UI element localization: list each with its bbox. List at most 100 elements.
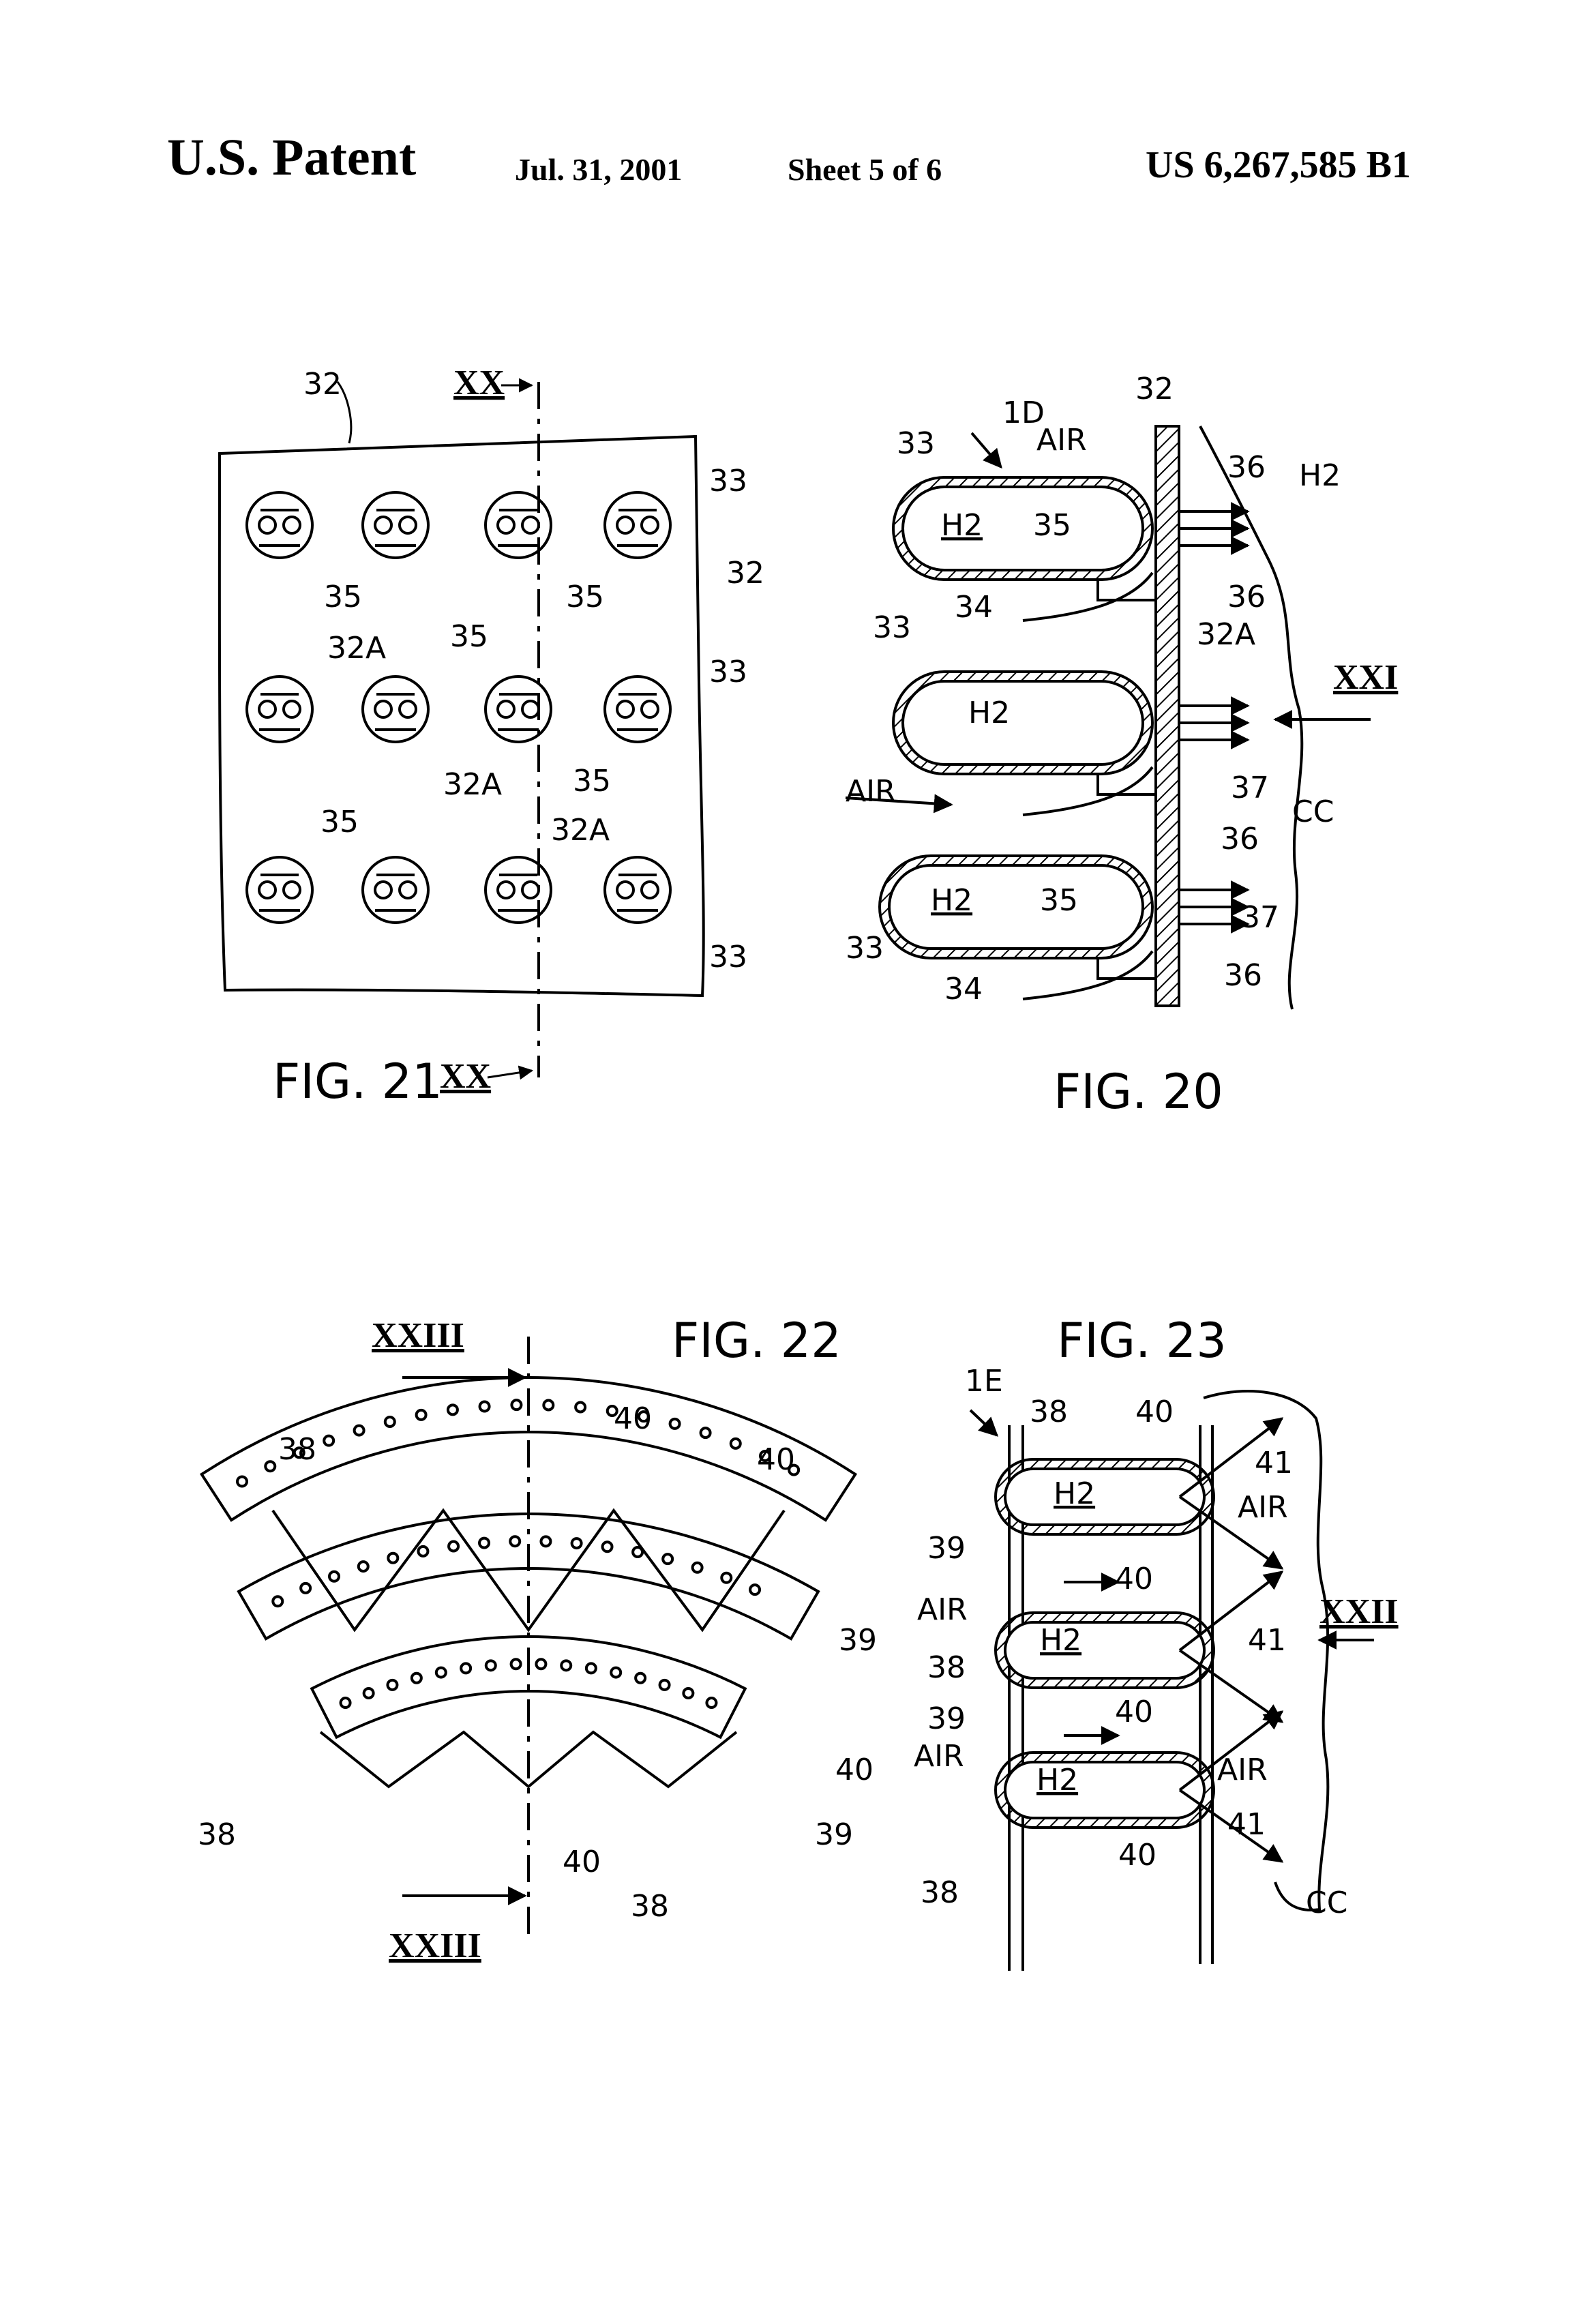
tube-end [605,492,670,558]
injection-hole [259,517,275,533]
fig20-label-air-mid: AIR [846,774,896,809]
tube-stem [1098,580,1156,600]
tube-stem [1098,774,1156,794]
fig23-label-injector: 1E [965,1364,1003,1399]
fig20-label-h2-out: H2 [1299,458,1341,493]
fig21-label-hole-c: 35 [450,619,488,654]
tube-end [247,676,312,742]
tube-end [605,676,670,742]
tube-bore [1005,1469,1204,1525]
fig20-label-hole-bot: 35 [1040,883,1078,918]
fig23-label-ring-bot: 38 [921,1875,959,1910]
injection-hole [498,701,514,717]
injection-hole [522,882,539,898]
fig23-label-jet-b: 41 [1248,1623,1286,1658]
fig23-label-hole-mid: 40 [1115,1562,1153,1596]
fig20-label-tube-bot: 33 [846,931,884,966]
fig21-labels: 32 XX 33 32 33 33 35 35 35 35 35 32A 32A… [273,363,764,1109]
tube-bore [903,487,1143,570]
injection-hole [498,882,514,898]
injection-hole [259,701,275,717]
fig23-label-hole-low: 40 [1115,1695,1153,1729]
injection-hole [617,701,633,717]
fig23-caption: FIG. 23 [1057,1313,1227,1369]
fig23-label-chamber: CC [1306,1886,1347,1920]
fig20-label-h2-mid: H2 [968,696,1010,730]
fig20-label-recess: 32A [1197,617,1255,652]
fig20-label-h2-top: H2 [941,508,983,543]
fig22-label-ring-bottom: 38 [631,1889,669,1924]
fig22-label-strut-a: 39 [839,1623,877,1658]
fig23-label-h2-top: H2 [1054,1476,1095,1511]
fig20-label-stem-bot: 34 [944,972,983,1007]
tube-end [363,676,428,742]
fig20-plate [1156,426,1179,1006]
injection-hole [522,517,539,533]
tube-end [363,857,428,923]
injection-hole [400,701,416,717]
fig22-label-hole-b: 40 [757,1442,795,1477]
injection-hole [617,517,633,533]
fig20-label-jet-b: 36 [1227,580,1266,614]
fig21-label-tube-b: 33 [709,655,747,689]
injection-hole [617,882,633,898]
fig20-caption: FIG. 20 [1054,1064,1223,1120]
fig21-label-plate-b: 32 [726,556,764,591]
fig20-label-plate: 32 [1135,372,1174,406]
fig23-label-air-c: AIR [914,1739,964,1774]
injection-hole [642,701,658,717]
fig21-caption: FIG. 21 [273,1054,443,1109]
fig21-hole-grid [247,492,670,923]
injection-hole [259,882,275,898]
fig23-label-strut-a: 39 [927,1531,966,1566]
fig23-label-hole-top: 40 [1135,1395,1174,1429]
fig22-label-strut-b: 39 [815,1817,853,1852]
fig20-label-jet-c: 36 [1221,822,1259,856]
tube-end [363,492,428,558]
injection-hole [642,882,658,898]
fig23-label-h2-mid: H2 [1040,1623,1081,1658]
fig20-label-stem-top: 34 [955,590,993,625]
fig22-section-mark-top: XXIII [372,1316,464,1355]
fig22-label-hole-d: 40 [563,1845,601,1879]
tube-end [247,857,312,923]
fig23-label-jet-a: 41 [1255,1446,1293,1480]
tube-end [486,676,551,742]
injection-hole [642,517,658,533]
fig20-label-air-top: AIR [1036,423,1087,458]
injection-hole [284,701,300,717]
injection-hole [498,517,514,533]
tube-stem [1098,958,1156,979]
fig23-section-mark: XXII [1319,1592,1399,1631]
fig21-label-tube-a: 33 [709,464,747,498]
fig23-label-air-d: AIR [1217,1753,1268,1787]
figure-20 [846,426,1371,1009]
figure-23 [970,1391,1374,1971]
tube-end [486,857,551,923]
injection-hole [375,701,391,717]
fig20-label-hole-top: 35 [1033,508,1071,543]
fig21-label-recess-b: 32A [443,767,502,802]
figure-21 [220,382,704,1077]
tube-bore [1005,1622,1204,1678]
fig21-label-tube-c: 33 [709,940,747,974]
fig21-label-hole-d: 35 [573,764,611,799]
fig22-label-hole-a: 40 [614,1401,652,1436]
fig20-tube-stack [880,477,1248,999]
fig20-label-jet-a: 36 [1227,450,1266,485]
fig21-label-recess-c: 32A [551,813,610,848]
fig21-label-hole-e: 35 [320,805,359,839]
fig21-section-mark-bottom: XX [440,1057,491,1096]
fig23-label-air-b: AIR [917,1592,968,1627]
fig23-label-air-a: AIR [1238,1490,1288,1525]
fig20-label-jet-e: 37 [1231,771,1269,805]
tube-end [486,492,551,558]
fig22-caption: FIG. 22 [672,1313,841,1369]
injection-hole [522,701,539,717]
fig20-section-mark: XXI [1333,658,1398,697]
injection-hole [375,517,391,533]
fig21-label-hole-a: 35 [324,580,362,614]
injection-hole [400,882,416,898]
